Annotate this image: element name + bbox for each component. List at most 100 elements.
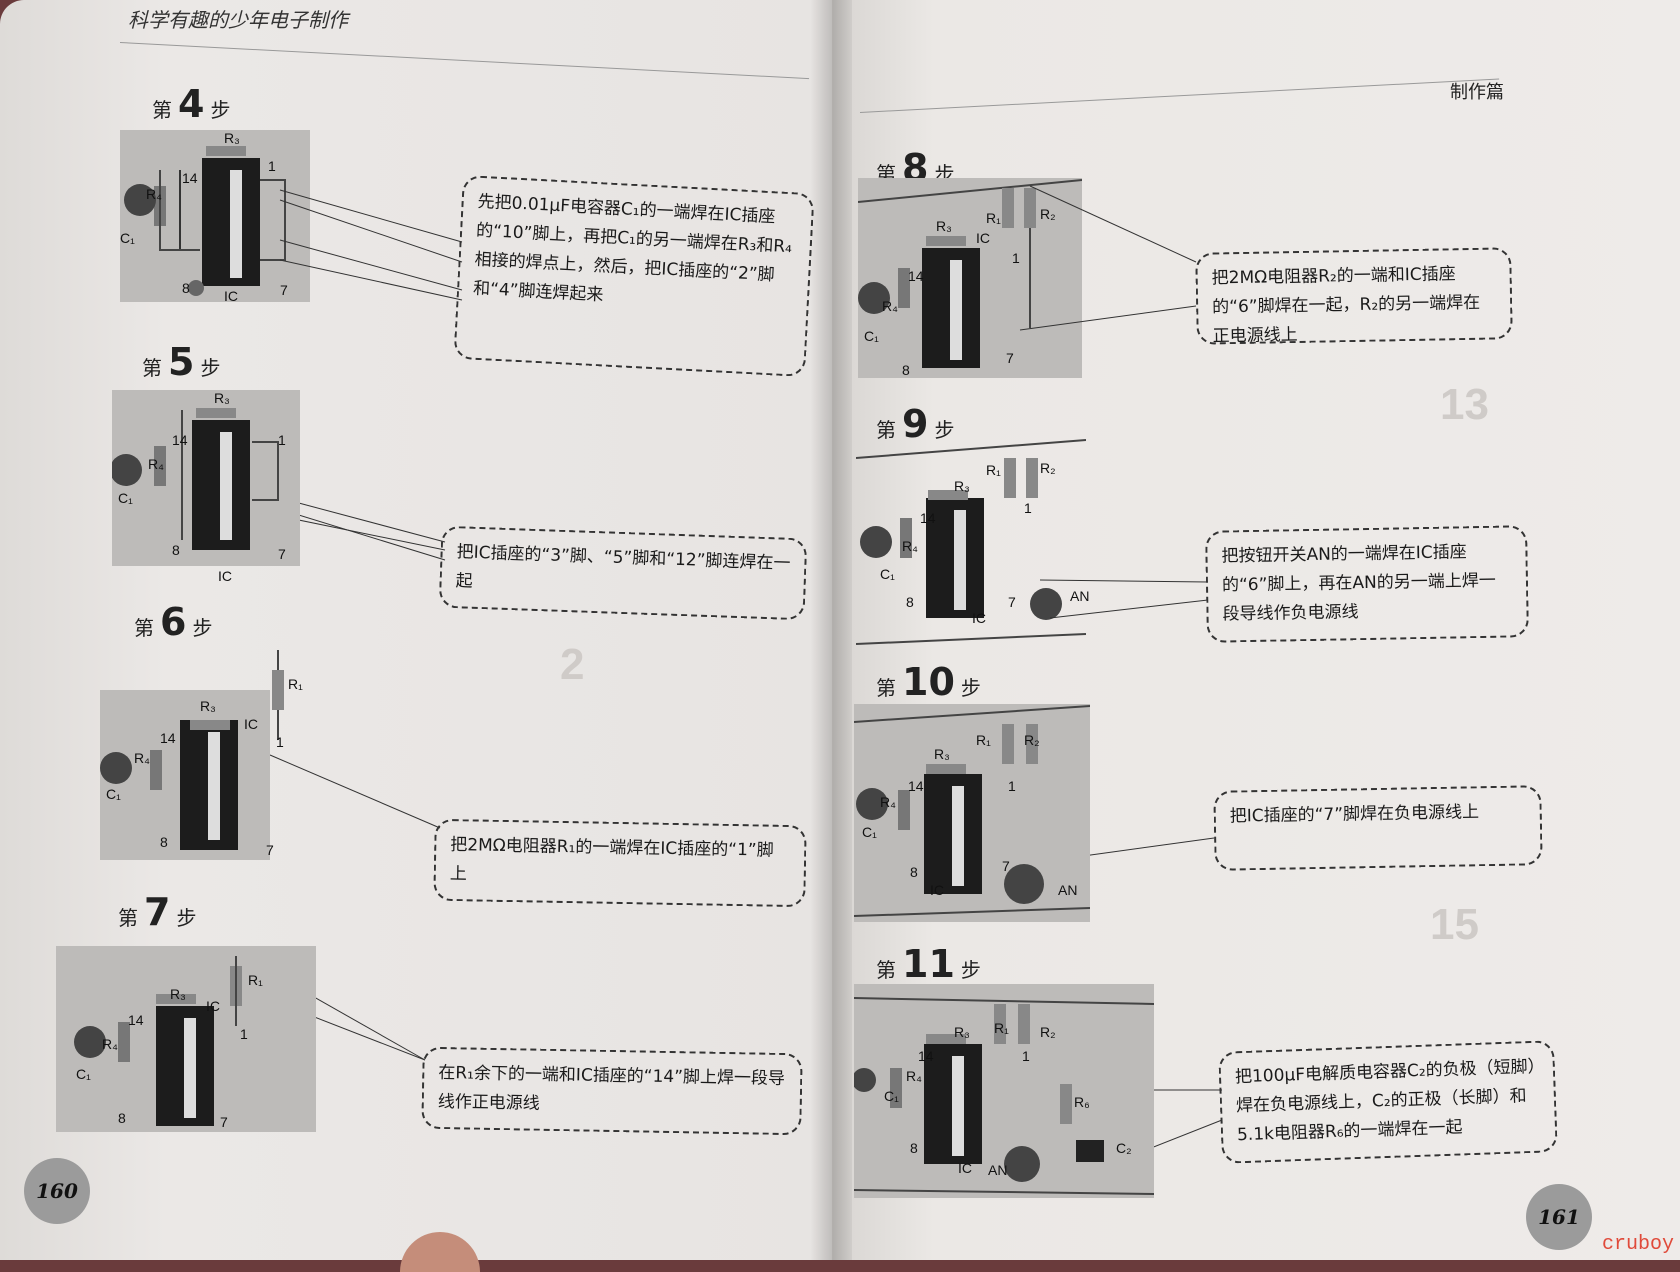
label-r1: R₁ <box>248 972 263 988</box>
label-1: 1 <box>1008 778 1016 794</box>
label-r1: R₁ <box>986 462 1001 478</box>
label-r3: R₃ <box>214 390 230 406</box>
label-8: 8 <box>910 864 918 880</box>
label-14: 14 <box>160 730 176 746</box>
step-5-figure: R₃ 14 1 R₄ C₁ 8 7 IC <box>112 390 300 584</box>
label-14: 14 <box>172 432 188 448</box>
page-number-left: 160 <box>24 1158 90 1224</box>
label-1: 1 <box>268 158 276 174</box>
step-10-heading: 第 10 步 <box>876 660 981 704</box>
step-11-figure: R₃ R₁ R₂ 14 1 R₄ C₁ R₆ 8 IC AN C₂ <box>854 984 1154 1198</box>
label-8: 8 <box>160 834 168 850</box>
label-c1: C₁ <box>76 1066 91 1082</box>
label-an: AN <box>1058 882 1078 898</box>
label-1: 1 <box>278 432 286 448</box>
label-r4: R₄ <box>906 1068 922 1084</box>
label-1: 1 <box>1022 1048 1030 1064</box>
step-5-heading: 第 5 步 <box>142 340 221 384</box>
label-c1: C₁ <box>864 328 879 344</box>
label-ic: IC <box>244 716 258 732</box>
label-r4: R₄ <box>902 538 918 554</box>
label-7: 7 <box>278 546 286 562</box>
label-r4: R₄ <box>134 750 150 766</box>
label-r4: R₄ <box>146 186 162 202</box>
label-7: 7 <box>266 842 274 858</box>
show-through: 2 <box>560 640 585 689</box>
c1-capacitor <box>124 184 156 216</box>
label-14: 14 <box>128 1012 144 1028</box>
label-8: 8 <box>906 594 914 610</box>
label-r1: R₁ <box>288 676 303 692</box>
label-8: 8 <box>902 362 910 378</box>
label-c1: C₁ <box>880 566 895 582</box>
circuit-diagram <box>854 705 1090 917</box>
label-an: AN <box>988 1162 1008 1178</box>
circuit-diagram <box>124 146 286 296</box>
label-r2: R₂ <box>1040 460 1056 476</box>
label-c1: C₁ <box>118 490 133 506</box>
label-r3: R₃ <box>954 1024 970 1040</box>
label-r3: R₃ <box>170 986 186 1002</box>
step-11-callout: 把100μF电解质电容器C₂的负极（短脚）焊在负电源线上，C₂的正极（长脚）和5… <box>1218 1040 1558 1164</box>
label-7: 7 <box>220 1114 228 1130</box>
label-1: 1 <box>1012 250 1020 266</box>
circuit-diagram <box>858 179 1082 368</box>
step-7-heading: 第 7 步 <box>118 890 197 934</box>
label-ic: IC <box>930 882 944 898</box>
label-7: 7 <box>1008 594 1016 610</box>
label-ic: IC <box>218 568 232 584</box>
label-ic: IC <box>972 610 986 626</box>
label-r2: R₂ <box>1040 1024 1056 1040</box>
label-7: 7 <box>280 282 288 298</box>
label-14: 14 <box>920 510 936 526</box>
step-7-figure: R₃ IC R₁ 14 1 R₄ C₁ 8 7 <box>56 946 316 1132</box>
step-4-heading: 第 4 步 <box>152 82 231 126</box>
circuit-diagram <box>854 997 1154 1195</box>
label-8: 8 <box>172 542 180 558</box>
label-r2: R₂ <box>1040 206 1056 222</box>
label-r4: R₄ <box>102 1036 118 1052</box>
r3-resistor <box>206 146 246 156</box>
label-r1: R₁ <box>976 732 991 748</box>
label-ic: IC <box>958 1160 972 1176</box>
watermark: cruboy <box>1601 1233 1674 1256</box>
label-c1: C₁ <box>106 786 121 802</box>
label-1: 1 <box>240 1026 248 1042</box>
label-8: 8 <box>118 1110 126 1126</box>
step-10-figure: R₃ R₁ R₂ 14 1 R₄ C₁ 8 7 IC AN <box>854 704 1090 922</box>
running-head-left: 科学有趣的少年电子制作 <box>128 8 348 32</box>
label-c1: C₁ <box>120 230 135 246</box>
label-r3: R₃ <box>200 698 216 714</box>
label-7: 7 <box>1002 858 1010 874</box>
label-r2: R₂ <box>1024 732 1040 748</box>
step-4-figure: R₃ 14 1 R₄ C₁ 8 7 IC <box>120 130 310 304</box>
label-r3: R₃ <box>936 218 952 234</box>
label-r4: R₄ <box>148 456 164 472</box>
label-ic: IC <box>206 998 220 1014</box>
circuit-diagram <box>112 408 279 550</box>
label-1: 1 <box>276 734 284 750</box>
label-14: 14 <box>908 778 924 794</box>
left-page: 科学有趣的少年电子制作 2 第 4 步 R₃ 14 1 R₄ C₁ 8 7 IC <box>0 0 832 1260</box>
running-head-right: 制作篇 <box>1450 82 1504 103</box>
circuit-diagram <box>856 439 1086 645</box>
step-9-figure: R₃ R₁ R₂ 14 1 R₄ C₁ 8 7 IC AN <box>856 438 1090 648</box>
label-r3: R₃ <box>954 478 970 494</box>
circuit-diagram <box>74 956 242 1126</box>
label-r1: R₁ <box>986 210 1001 226</box>
book-gutter <box>810 0 852 1260</box>
step-6-figure: R₃ IC R₁ 14 1 R₄ C₁ 8 7 <box>100 650 310 860</box>
label-r1: R₁ <box>994 1020 1009 1036</box>
label-c1: C₁ <box>884 1088 899 1104</box>
label-ic: IC <box>976 230 990 246</box>
label-8: 8 <box>182 280 190 296</box>
label-c2: C₂ <box>1116 1140 1132 1156</box>
circuit-diagram <box>100 650 284 860</box>
label-an: AN <box>1070 588 1090 604</box>
label-14: 14 <box>918 1048 934 1064</box>
step-9-callout: 把按钮开关AN的一端焊在IC插座的“6”脚上，再在AN的另一端上焊一段导线作负电… <box>1205 525 1529 643</box>
page-number-right: 161 <box>1526 1184 1592 1250</box>
label-r3: R₃ <box>224 130 240 146</box>
label-1: 1 <box>1024 500 1032 516</box>
label-8: 8 <box>910 1140 918 1156</box>
